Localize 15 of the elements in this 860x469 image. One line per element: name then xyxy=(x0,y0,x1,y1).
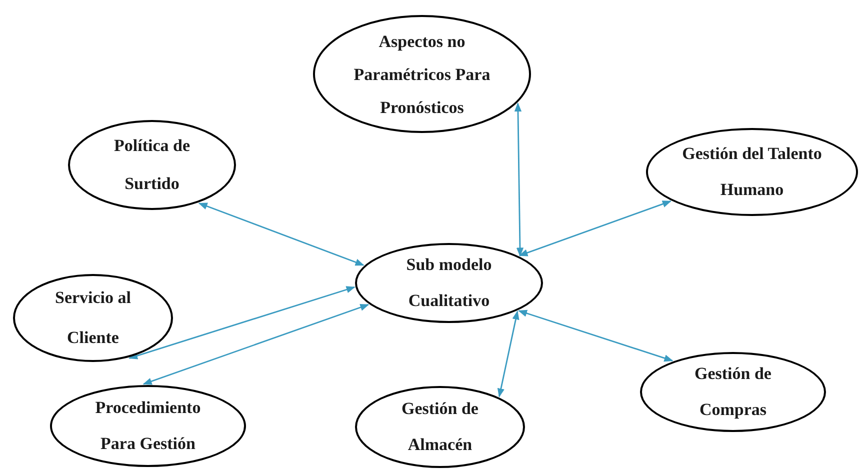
node-label: Servicio al Cliente xyxy=(54,287,132,349)
node-label: Política de Surtido xyxy=(112,135,191,195)
double-arrow xyxy=(142,304,370,385)
node-label: Procedimiento Para Gestión xyxy=(94,397,202,455)
double-arrow xyxy=(518,310,674,362)
double-arrow xyxy=(514,102,524,257)
double-arrow xyxy=(518,200,672,256)
node-label: Gestión de Almacén xyxy=(400,398,480,456)
double-arrow xyxy=(128,286,356,360)
node-label: Gestión de Compras xyxy=(694,363,772,421)
double-arrow xyxy=(198,202,364,266)
node-label: Gestión del Talento Humano xyxy=(682,143,822,201)
double-arrow xyxy=(497,310,520,398)
node-label: Aspectos no Paramétricos Para Pronósticos xyxy=(352,30,492,118)
node-label: Sub modelo Cualitativo xyxy=(405,254,493,312)
